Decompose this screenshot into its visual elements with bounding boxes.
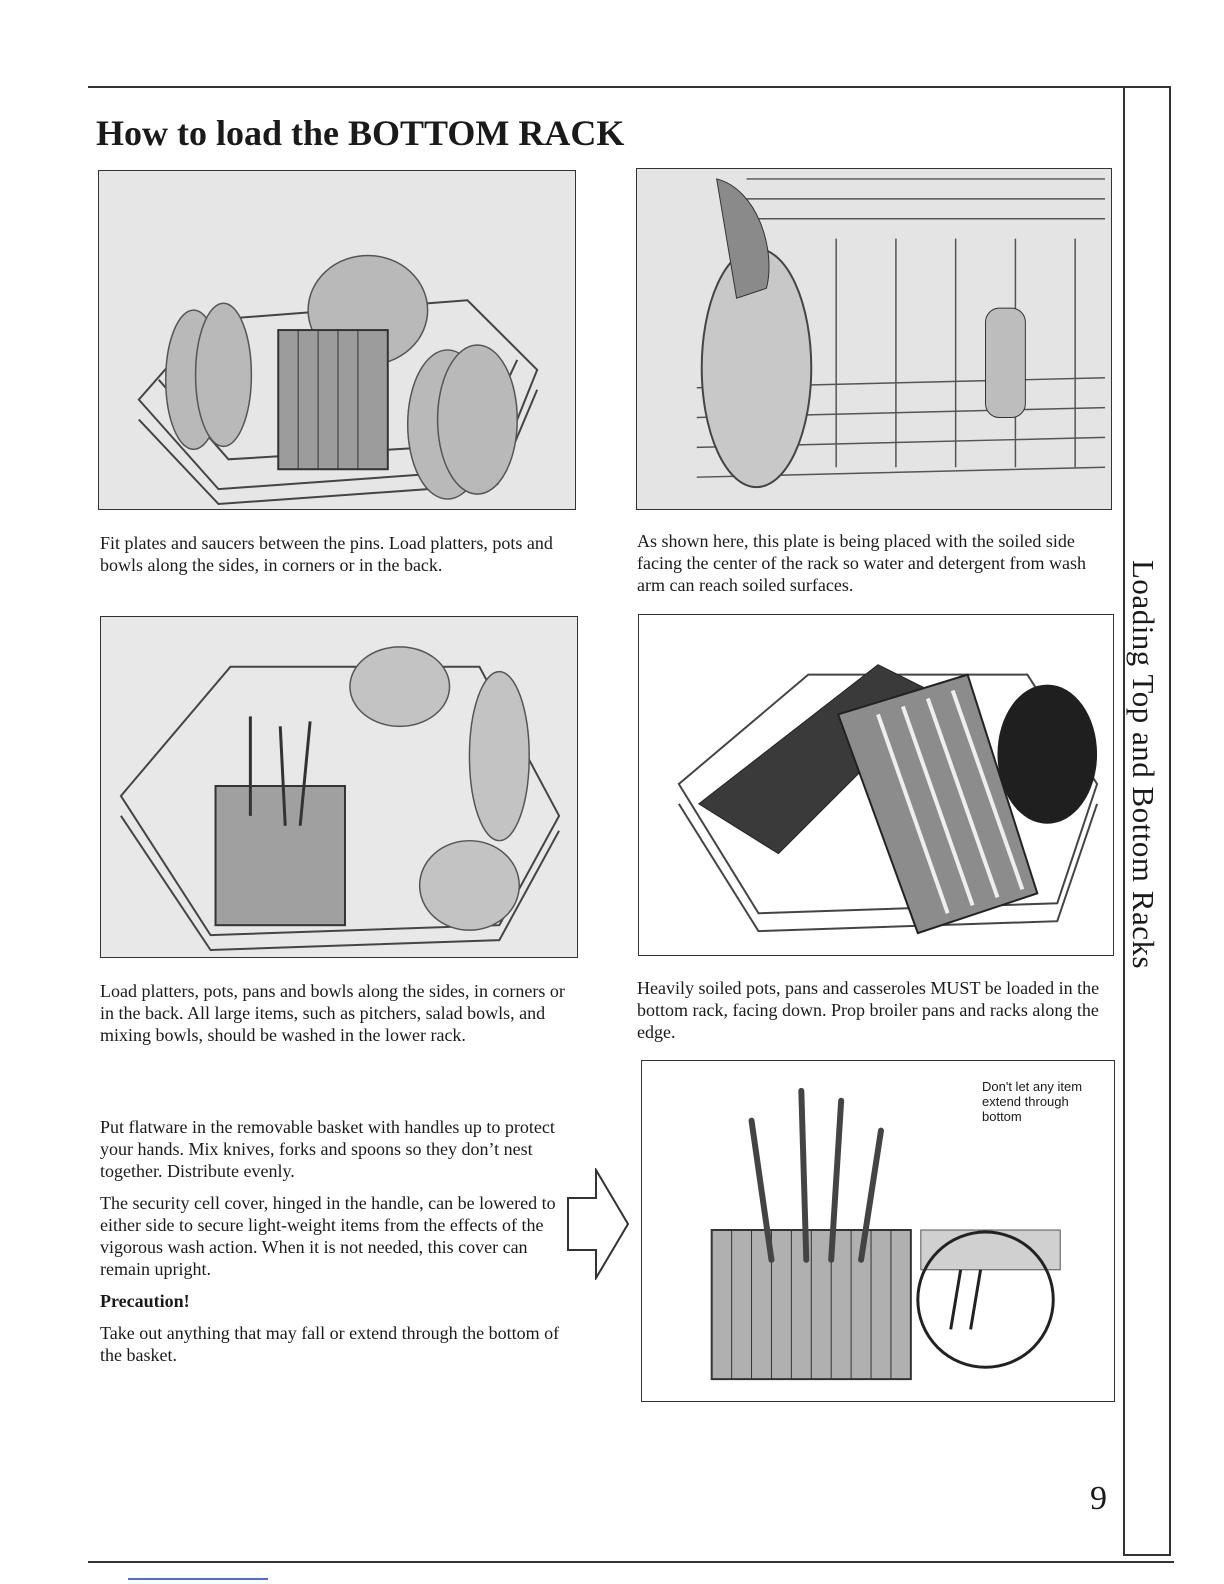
caption-large-items-text: Load platters, pots, pans and bowls alon… [100, 981, 565, 1045]
caption-large-items: Load platters, pots, pans and bowls alon… [100, 980, 580, 1056]
bottom-rack-plates-image [98, 170, 576, 510]
page-title-wrap: How to load the BOTTOM RACK [96, 112, 624, 154]
flatware-instructions: Put flatware in the removable basket wit… [100, 1116, 570, 1376]
pots-pans-image [638, 614, 1114, 956]
flatware-instructions-p1: Put flatware in the removable basket wit… [100, 1117, 555, 1181]
caption-fit-plates: Fit plates and saucers between the pins.… [100, 532, 580, 586]
side-tab-label-wrap: Loading Top and Bottom Racks [1123, 560, 1171, 1060]
page-number: 9 [1090, 1480, 1107, 1517]
caption-soiled-side-text: As shown here, this plate is being place… [637, 531, 1086, 595]
precaution-text: Take out anything that may fall or exten… [100, 1323, 560, 1365]
top-rule [88, 86, 1170, 88]
caption-fit-plates-text: Fit plates and saucers between the pins.… [100, 533, 553, 575]
caption-heavily-soiled-text: Heavily soiled pots, pans and casseroles… [637, 978, 1100, 1042]
blue-underline [128, 1578, 268, 1580]
page-title: How to load the BOTTOM RACK [96, 113, 625, 153]
flatware-basket-image: Don't let any item extend through bottom [641, 1060, 1115, 1402]
side-tab-frame [1123, 86, 1171, 1556]
plate-placement-image [636, 168, 1112, 510]
outline-right-arrow-icon [566, 1166, 630, 1282]
bottom-rack-platters-image [100, 616, 578, 958]
side-tab-label: Loading Top and Bottom Racks [1126, 560, 1161, 970]
caption-soiled-side: As shown here, this plate is being place… [637, 530, 1107, 606]
bottom-rule [88, 1561, 1174, 1563]
caption-heavily-soiled: Heavily soiled pots, pans and casseroles… [637, 977, 1107, 1053]
flatware-instructions-p2: The security cell cover, hinged in the h… [100, 1193, 556, 1279]
precaution-heading: Precaution! [100, 1291, 190, 1311]
basket-callout: Don't let any item extend through bottom [982, 1079, 1083, 1124]
